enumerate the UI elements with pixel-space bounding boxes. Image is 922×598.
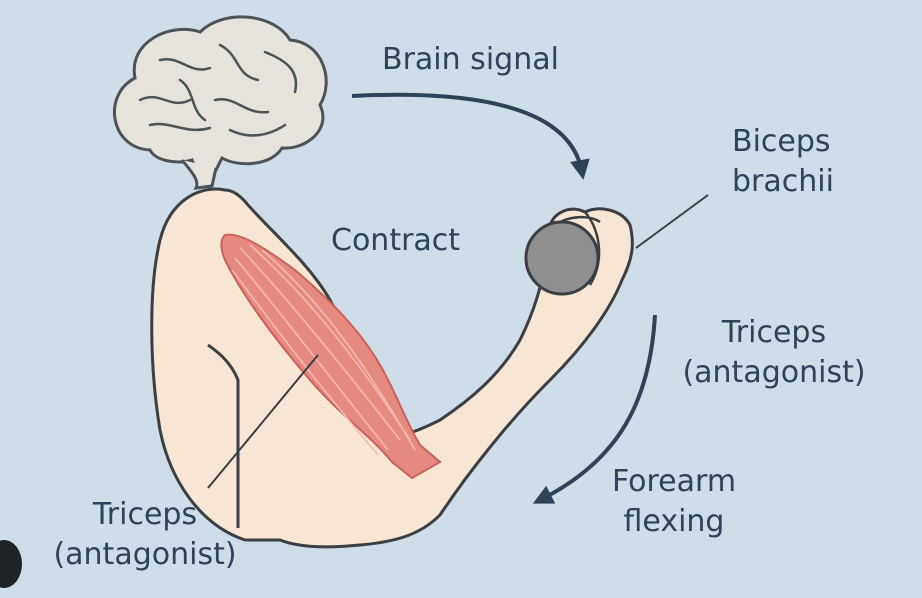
biceps-leader-line xyxy=(635,194,709,249)
dumbbell-icon xyxy=(524,220,600,296)
biceps-muscle xyxy=(220,233,442,480)
forearm-flexing-label: Forearm flexing xyxy=(611,464,737,539)
biceps-brachii-label: Biceps brachii xyxy=(732,124,834,199)
triceps-leader-line xyxy=(207,354,319,489)
triceps-antagonist-left-label: Triceps (antagonist) xyxy=(53,497,237,572)
corner-overlay-button[interactable] xyxy=(0,540,22,588)
forearm-flexing-arrow xyxy=(532,314,657,504)
contract-label: Contract xyxy=(331,223,461,258)
brain-icon xyxy=(112,15,328,190)
brain-signal-arrow xyxy=(351,92,590,180)
brain-signal-label: Brain signal xyxy=(382,42,559,77)
triceps-antagonist-right-label: Triceps (antagonist) xyxy=(682,315,866,390)
